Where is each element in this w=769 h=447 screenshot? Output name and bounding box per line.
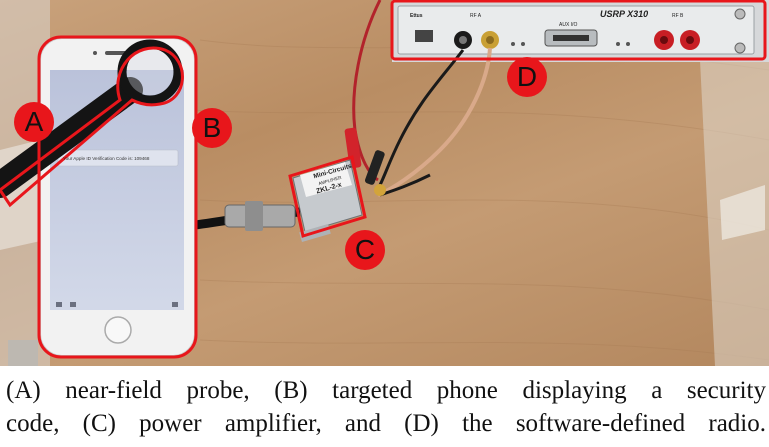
label-a: A (14, 102, 54, 142)
label-c: C (345, 230, 385, 270)
sdr-brand-label: Ettus (410, 13, 423, 19)
acrylic-stand-right (700, 40, 769, 366)
photo-scene (0, 0, 769, 366)
caption-line-1: (A) near-field probe, (B) targeted phone… (6, 377, 766, 404)
caption-line-2: code, (C) power amplifier, and (D) the s… (6, 410, 766, 437)
phone-verification-message: Your Apple ID Verification Code is: 1094… (63, 156, 150, 161)
phone-outline (37, 35, 198, 359)
sdr-model-label: USRP X310 (600, 9, 649, 19)
probe-outline (0, 46, 184, 208)
figure-caption: (A) near-field probe, (B) targeted phone… (6, 374, 766, 440)
sdr-outline (390, 0, 767, 61)
amplifier-outline (288, 155, 367, 238)
sdr-port-rf-b: RF B (672, 13, 684, 19)
sdr-device (392, 0, 769, 62)
label-b: B (192, 108, 232, 148)
sdr-port-aux: AUX I/O (559, 22, 578, 28)
label-d: D (507, 57, 547, 97)
near-field-probe (0, 39, 183, 198)
sdr-port-rf-a: RF A (470, 13, 482, 19)
experiment-photo: Your Apple ID Verification Code is: 1094… (0, 0, 769, 366)
